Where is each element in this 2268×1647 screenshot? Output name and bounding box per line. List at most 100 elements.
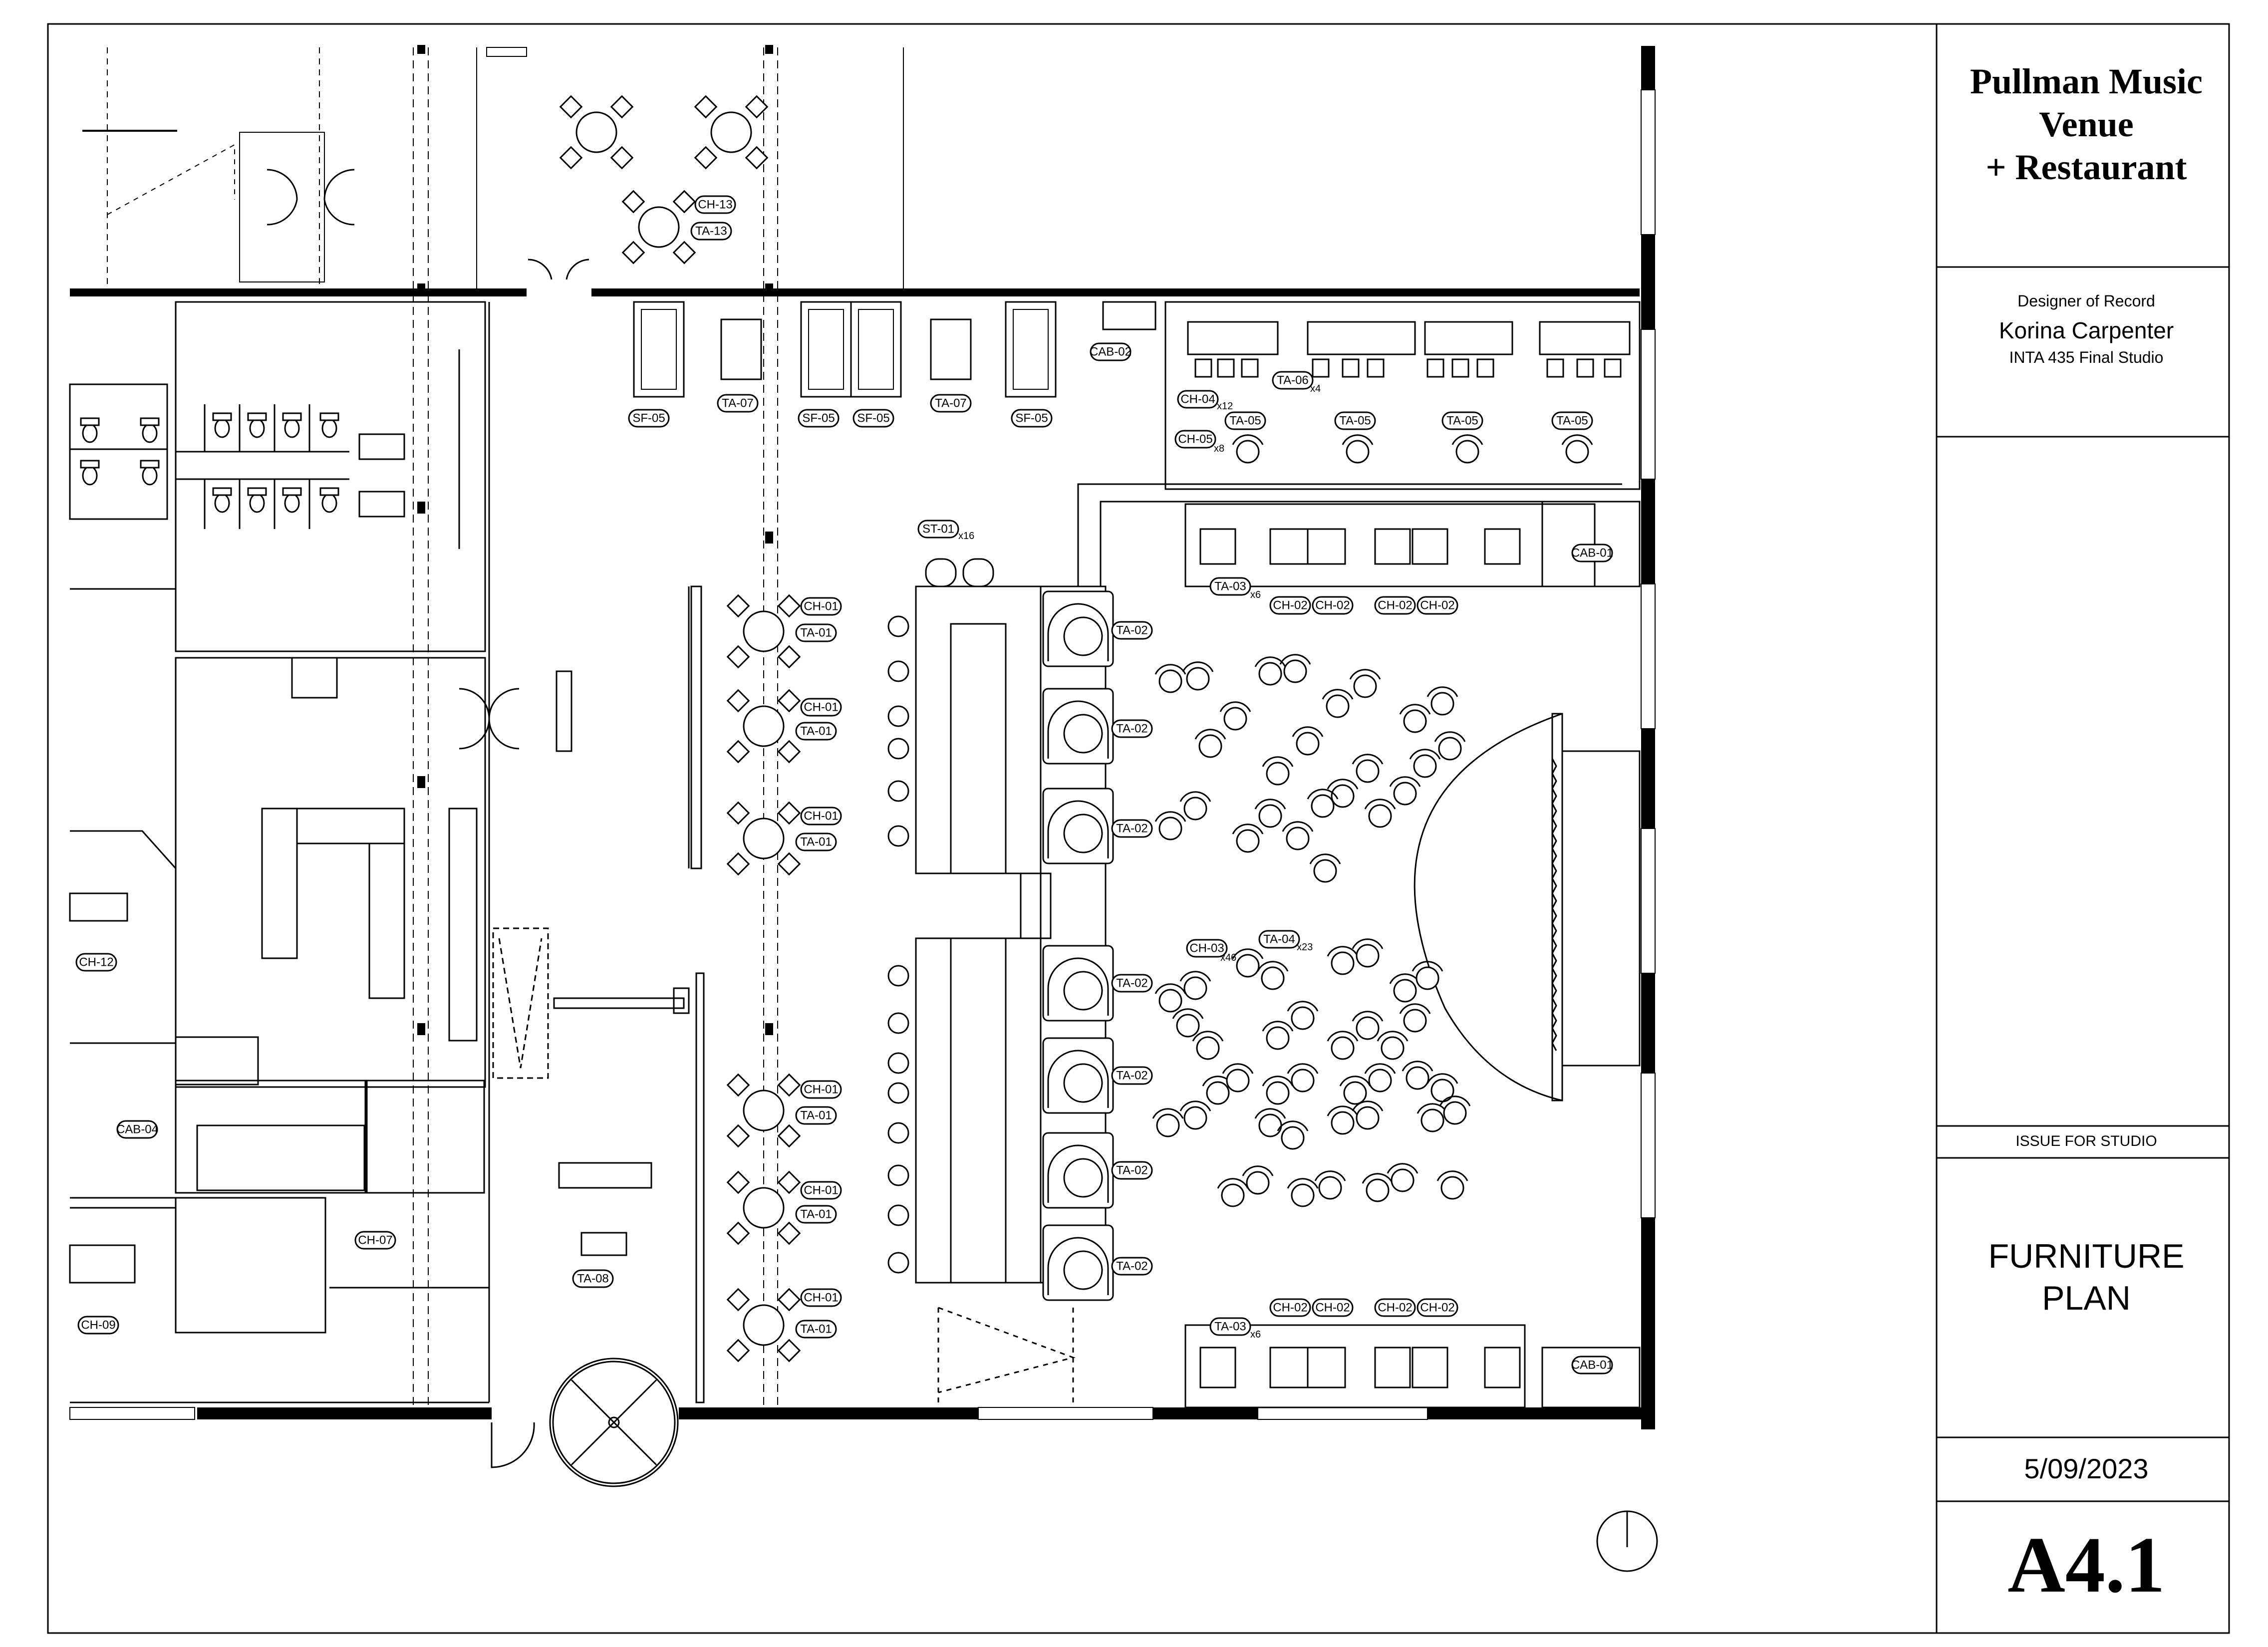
- svg-text:x6: x6: [1250, 589, 1261, 600]
- tag-ch03: CH-03: [1186, 939, 1228, 958]
- svg-text:TA-02: TA-02: [1116, 977, 1148, 990]
- tag-ta05-2: TA-05: [1334, 411, 1376, 430]
- svg-text:TA-01: TA-01: [800, 835, 832, 849]
- svg-text:TA-01: TA-01: [800, 1109, 832, 1122]
- svg-text:x8: x8: [1214, 443, 1224, 454]
- svg-text:TA-03: TA-03: [1214, 1320, 1246, 1334]
- issue-date: 5/09/2023: [2024, 1453, 2149, 1484]
- svg-text:TA-02: TA-02: [1116, 1260, 1148, 1273]
- svg-text:TA-04: TA-04: [1263, 933, 1295, 946]
- tag-ta01-4: TA-01: [795, 1106, 837, 1125]
- svg-text:TA-07: TA-07: [722, 397, 754, 410]
- svg-text:TA-08: TA-08: [577, 1272, 609, 1286]
- tag-ta07-2: TA-07: [930, 394, 972, 413]
- svg-text:TA-01: TA-01: [800, 725, 832, 738]
- sheet-number: A4.1: [2007, 1520, 2165, 1609]
- tag-st01: ST-01: [917, 520, 959, 539]
- tag-ta01-1: TA-01: [795, 623, 837, 642]
- tag-ch09: CH-09: [77, 1316, 119, 1335]
- tag-ta02-3: TA-02: [1111, 819, 1153, 838]
- sheet-border: [47, 23, 2230, 1634]
- svg-text:TA-01: TA-01: [800, 1208, 832, 1221]
- revolving-door: [491, 1358, 679, 1487]
- tag-sf05-3: SF-05: [852, 409, 894, 428]
- svg-text:TA-05: TA-05: [1556, 414, 1588, 428]
- tag-ta04: TA-04: [1258, 930, 1300, 949]
- designer-name: Korina Carpenter: [1998, 317, 2174, 343]
- svg-text:TA-05: TA-05: [1339, 414, 1371, 428]
- tag-ch13-text: CH-13: [698, 198, 732, 212]
- tag-ta02-5: TA-02: [1111, 1066, 1153, 1085]
- svg-text:x46: x46: [1220, 952, 1236, 963]
- tag-ch01-6: CH-01: [800, 1288, 842, 1307]
- bar-stools: [887, 615, 909, 1274]
- svg-text:TA-05: TA-05: [1446, 414, 1478, 428]
- sheet-title-line-1: FURNITURE: [1988, 1237, 2185, 1275]
- lounge-sofas: [633, 301, 1156, 398]
- svg-text:CAB-01: CAB-01: [1571, 547, 1613, 560]
- tag-sf05-4: SF-05: [1011, 409, 1053, 428]
- tag-ta01-5: TA-01: [795, 1205, 837, 1224]
- svg-text:CH-04: CH-04: [1180, 393, 1215, 406]
- floor-plan: CH-13 TA-13 SF-05 TA-07 SF-05 SF-05 TA-0…: [69, 45, 1658, 1572]
- tag-ch01-5: CH-01: [800, 1181, 842, 1200]
- svg-text:CH-01: CH-01: [804, 1083, 838, 1097]
- stage: [1414, 713, 1641, 1101]
- svg-text:TA-01: TA-01: [800, 626, 832, 640]
- tag-sf05-1: SF-05: [628, 409, 670, 428]
- window-bands: [69, 89, 1656, 1420]
- exterior-walls: [70, 46, 1655, 1429]
- tag-ta05-1: TA-05: [1224, 411, 1266, 430]
- tag-ch01-3: CH-01: [800, 807, 842, 825]
- restrooms: [69, 301, 486, 652]
- svg-text:SF-05: SF-05: [632, 412, 665, 425]
- furniture-tags: CH-13 TA-13 SF-05 TA-07 SF-05 SF-05 TA-0…: [75, 195, 1613, 1374]
- tag-ta01-2: TA-01: [795, 722, 837, 741]
- svg-text:TA-02: TA-02: [1116, 822, 1148, 835]
- project-title: Pullman Music Venue + Restaurant: [1937, 60, 2236, 189]
- svg-text:TA-01: TA-01: [800, 1323, 832, 1336]
- tag-cab01-2: CAB-01: [1571, 1356, 1613, 1374]
- svg-text:SF-05: SF-05: [802, 412, 835, 425]
- tag-ch02-5: CH-02: [1269, 1298, 1311, 1317]
- tag-ch02-3: CH-02: [1374, 596, 1416, 615]
- tag-ch05: CH-05: [1174, 430, 1216, 449]
- svg-text:CH-12: CH-12: [79, 956, 113, 969]
- tag-ch04: CH-04: [1177, 390, 1219, 409]
- tag-ta08: TA-08: [572, 1269, 614, 1288]
- tag-ch01-4: CH-01: [800, 1080, 842, 1099]
- tag-ch02-2: CH-02: [1312, 596, 1354, 615]
- tag-cab04: CAB-04: [116, 1120, 158, 1139]
- svg-text:SF-05: SF-05: [1015, 412, 1048, 425]
- tag-ch02-6: CH-02: [1312, 1298, 1354, 1317]
- back-of-house: [69, 169, 1076, 1403]
- svg-text:SF-05: SF-05: [857, 412, 889, 425]
- tag-cab02: CAB-02: [1090, 342, 1132, 361]
- tag-ta02-1: TA-02: [1111, 621, 1153, 640]
- tag-ch02-1: CH-02: [1269, 596, 1311, 615]
- tag-ch02-8: CH-02: [1417, 1298, 1458, 1317]
- tag-ch12: CH-12: [75, 953, 117, 972]
- svg-text:TA-02: TA-02: [1116, 1069, 1148, 1083]
- round-tables-top: [1232, 434, 1593, 464]
- svg-text:CAB-02: CAB-02: [1090, 345, 1132, 359]
- north-arrow: [1596, 1510, 1658, 1572]
- tag-ta06: TA-06: [1272, 371, 1314, 390]
- tag-ta03-2: TA-03: [1209, 1317, 1251, 1336]
- svg-text:x6: x6: [1250, 1329, 1261, 1340]
- svg-text:CH-09: CH-09: [81, 1319, 115, 1332]
- svg-text:CAB-01: CAB-01: [1571, 1359, 1613, 1372]
- tag-ta05-4: TA-05: [1551, 411, 1593, 430]
- tag-ta02-7: TA-02: [1111, 1257, 1153, 1276]
- project-title-line-2: Venue: [2039, 104, 2134, 144]
- svg-text:CH-01: CH-01: [804, 1291, 838, 1305]
- svg-text:TA-02: TA-02: [1116, 624, 1148, 637]
- svg-text:CH-01: CH-01: [804, 701, 838, 714]
- svg-text:TA-05: TA-05: [1229, 414, 1261, 428]
- tag-ch02-4: CH-02: [1417, 596, 1458, 615]
- svg-text:x16: x16: [958, 531, 974, 542]
- svg-text:x4: x4: [1310, 383, 1321, 394]
- tag-ta13-text: TA-13: [695, 225, 727, 238]
- tag-ta01-3: TA-01: [795, 832, 837, 851]
- sheet-title-line-2: PLAN: [2042, 1279, 2131, 1317]
